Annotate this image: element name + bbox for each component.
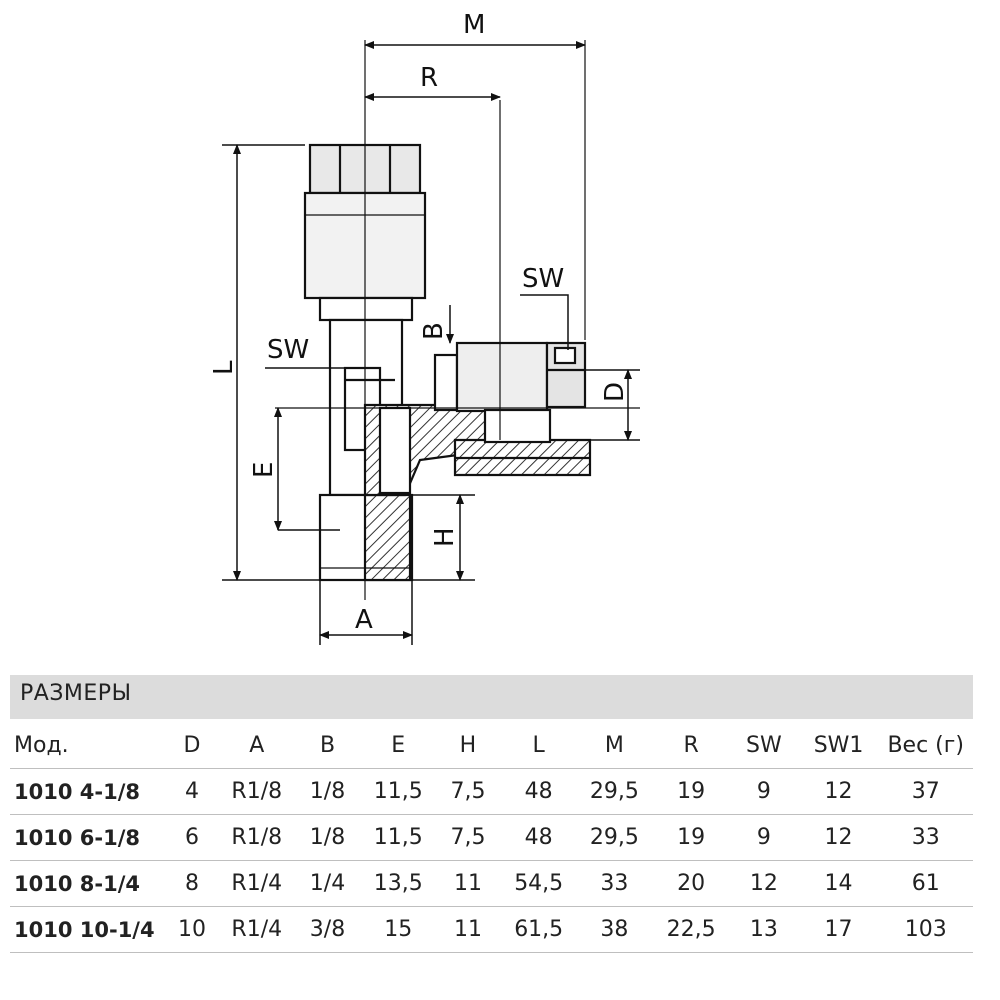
table-cell: 37 <box>878 768 973 815</box>
table-cell: 15 <box>362 906 435 953</box>
column-header: B <box>292 723 363 769</box>
label-m: M <box>463 10 485 40</box>
table-cell: 33 <box>575 860 654 907</box>
table-cell: 14 <box>798 860 879 907</box>
table-cell: 1010 8-1/4 <box>10 860 164 907</box>
column-header: E <box>362 723 435 769</box>
table-cell: 11 <box>434 860 502 907</box>
table-row: 1010 4-1/8 4 R1/8 1/8 11,5 7,5 48 29,5 1… <box>10 768 973 815</box>
table-cell: 1/8 <box>292 814 363 861</box>
sizes-section-title: РАЗМЕРЫ <box>20 681 132 706</box>
label-a: A <box>355 605 373 635</box>
column-header: H <box>434 723 502 769</box>
table-cell: R1/4 <box>220 906 293 953</box>
dimension-lines <box>222 41 640 645</box>
table-cell: 61 <box>878 860 973 907</box>
column-header: R <box>653 723 730 769</box>
table-cell: 7,5 <box>434 768 502 815</box>
table-cell: 29,5 <box>575 768 654 815</box>
table-cell: 1/4 <box>292 860 363 907</box>
label-d: D <box>600 382 630 402</box>
table-cell: 19 <box>653 768 730 815</box>
table-cell: 61,5 <box>501 906 576 953</box>
column-header: Вес (г) <box>878 723 973 769</box>
table-header-row: Мод. D A B E H L M R SW SW1 Вес (г) <box>10 723 973 769</box>
table-cell: 20 <box>653 860 730 907</box>
table-cell: 6 <box>163 814 221 861</box>
table-cell: 8 <box>163 860 221 907</box>
table-cell: 1/8 <box>292 768 363 815</box>
table-cell: 7,5 <box>434 814 502 861</box>
sizes-section-header: РАЗМЕРЫ <box>10 675 973 719</box>
table-cell: 48 <box>501 768 576 815</box>
table-cell: 48 <box>501 814 576 861</box>
table-cell: 11,5 <box>362 814 435 861</box>
table-cell: R1/4 <box>220 860 293 907</box>
table-cell: 13,5 <box>362 860 435 907</box>
table-cell: 1010 6-1/8 <box>10 814 164 861</box>
column-header: M <box>575 723 654 769</box>
table-cell: 1010 4-1/8 <box>10 768 164 815</box>
fitting-body <box>303 143 592 582</box>
table-cell: 4 <box>163 768 221 815</box>
table-cell: 11 <box>434 906 502 953</box>
column-header: SW1 <box>798 723 879 769</box>
label-e: E <box>249 462 279 478</box>
table-cell: 9 <box>729 814 799 861</box>
label-h: H <box>430 527 460 547</box>
table-cell: 9 <box>729 768 799 815</box>
label-b: B <box>419 322 449 340</box>
table-cell: 22,5 <box>653 906 730 953</box>
table-cell: 38 <box>575 906 654 953</box>
dimension-labels: M R SW SW B D L E H A <box>209 10 630 635</box>
table-cell: R1/8 <box>220 768 293 815</box>
label-sw-left: SW <box>267 335 309 365</box>
label-r: R <box>420 63 438 93</box>
table-cell: 33 <box>878 814 973 861</box>
table-cell: 13 <box>729 906 799 953</box>
table-cell: 12 <box>798 814 879 861</box>
column-header: D <box>163 723 221 769</box>
label-l: L <box>209 360 239 375</box>
table-row: 1010 8-1/4 8 R1/4 1/4 13,5 11 54,5 33 20… <box>10 860 973 907</box>
table-cell: 103 <box>878 906 973 953</box>
table-row: 1010 6-1/8 6 R1/8 1/8 11,5 7,5 48 29,5 1… <box>10 814 973 861</box>
column-header: A <box>220 723 293 769</box>
table-cell: R1/8 <box>220 814 293 861</box>
table-cell: 10 <box>163 906 221 953</box>
sizes-table: Мод. D A B E H L M R SW SW1 Вес (г) 1010… <box>10 723 973 953</box>
column-header: Мод. <box>10 723 164 769</box>
table-cell: 12 <box>798 768 879 815</box>
column-header: SW <box>729 723 799 769</box>
table-cell: 17 <box>798 906 879 953</box>
table-cell: 19 <box>653 814 730 861</box>
table-cell: 3/8 <box>292 906 363 953</box>
table-cell: 11,5 <box>362 768 435 815</box>
center-lines <box>275 40 640 600</box>
table-cell: 12 <box>729 860 799 907</box>
label-sw-right: SW <box>522 264 564 294</box>
table-row: 1010 10-1/4 10 R1/4 3/8 15 11 61,5 38 22… <box>10 906 973 953</box>
column-header: L <box>501 723 576 769</box>
fitting-technical-drawing: M R SW SW B D L E H A <box>209 10 640 645</box>
table-cell: 54,5 <box>501 860 576 907</box>
table-cell: 1010 10-1/4 <box>10 906 164 953</box>
table-cell: 29,5 <box>575 814 654 861</box>
